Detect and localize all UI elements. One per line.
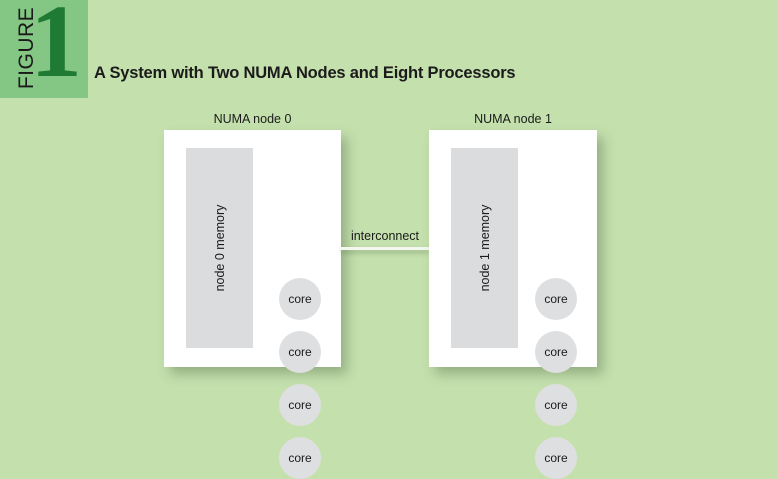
- numa-node-0-box: node 0 memory core core core core: [164, 130, 341, 479]
- node-1-core-2: core: [535, 331, 577, 373]
- figure-badge: FIGURE 1: [0, 0, 88, 98]
- core-label: core: [544, 451, 568, 465]
- numa-node-1-label: NUMA node 1: [474, 112, 552, 126]
- node-0-memory-block: node 0 memory: [186, 148, 253, 348]
- figure-number-label: 1: [30, 0, 82, 99]
- figure-title: A System with Two NUMA Nodes and Eight P…: [94, 64, 516, 82]
- numa-node-1-box: node 1 memory core core core core: [429, 130, 597, 479]
- node-0-memory-label: node 0 memory: [212, 204, 227, 292]
- interconnect-label: interconnect: [350, 229, 420, 243]
- numa-node-0-label: NUMA node 0: [213, 112, 292, 126]
- node-0-core-3: core: [279, 384, 321, 426]
- node-0-core-1: core: [279, 278, 321, 320]
- core-label: core: [288, 398, 312, 412]
- core-label: core: [544, 292, 568, 306]
- node-1-memory-block: node 1 memory: [451, 148, 518, 348]
- core-label: core: [544, 345, 568, 359]
- core-label: core: [288, 345, 312, 359]
- figure-canvas: FIGURE 1 A System with Two NUMA Nodes an…: [0, 0, 597, 479]
- core-label: core: [288, 292, 312, 306]
- node-0-core-4: core: [279, 437, 321, 479]
- core-label: core: [544, 398, 568, 412]
- core-label: core: [288, 451, 312, 465]
- node-1-memory-label: node 1 memory: [477, 204, 492, 292]
- interconnect-line: [341, 247, 429, 250]
- node-1-core-4: core: [535, 437, 577, 479]
- node-0-core-2: core: [279, 331, 321, 373]
- node-1-core-3: core: [535, 384, 577, 426]
- node-1-core-1: core: [535, 278, 577, 320]
